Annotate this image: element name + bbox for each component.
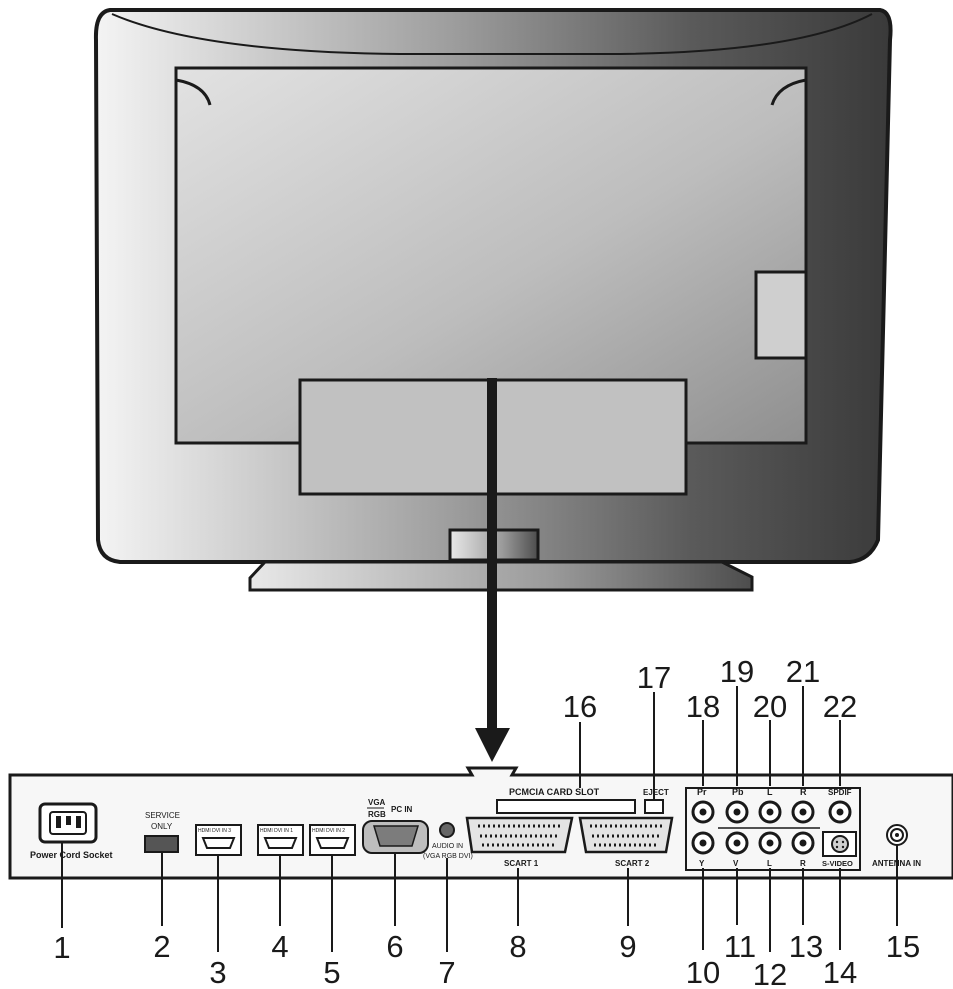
scart-1-port — [465, 816, 574, 854]
callout-10: 10 — [686, 955, 720, 989]
zoom-arrow — [475, 378, 510, 762]
eject-button — [644, 799, 664, 814]
audio-in-label: AUDIO IN — [432, 843, 463, 850]
hdmi-port-3-label: HDMI DVI IN 3 — [198, 828, 231, 834]
rgb-label: RGB — [368, 810, 386, 819]
callout-7: 7 — [438, 955, 455, 989]
hdmi-port-3 — [195, 824, 242, 856]
pcmcia-card-slot — [496, 799, 636, 814]
callout-14: 14 — [823, 955, 857, 989]
pcmcia-label: PCMCIA CARD SLOT — [509, 787, 600, 797]
callout-17: 17 — [637, 660, 671, 695]
callout-20: 20 — [753, 689, 787, 724]
scart-2-port — [578, 816, 674, 854]
spdif-label: SPDIF — [828, 788, 852, 797]
vga-port — [362, 820, 429, 854]
scart-1-label: SCART 1 — [504, 859, 539, 868]
callout-4: 4 — [271, 929, 288, 964]
callout-1: 1 — [53, 930, 70, 965]
hdmi-port-2 — [309, 824, 356, 856]
callout-3: 3 — [209, 955, 226, 989]
audio-in-jack — [439, 822, 455, 838]
v-label: V — [733, 859, 739, 868]
antenna-in-port — [886, 824, 908, 846]
power-cord-socket-label: Power Cord Socket — [30, 850, 113, 860]
vga-label: VGA — [368, 798, 386, 807]
hdmi-port-2-label: HDMI DVI IN 2 — [312, 828, 345, 834]
scart-2-label: SCART 2 — [615, 859, 650, 868]
pr-label: Pr — [697, 787, 707, 797]
leader-lines — [61, 686, 898, 952]
pb-label: Pb — [732, 787, 744, 797]
rca-jacks-bottom-row — [691, 831, 815, 855]
audio-in-sublabel: (VGA RGB DVI) — [423, 853, 473, 860]
audio-r-top-label: R — [800, 787, 807, 797]
callout-6: 6 — [386, 929, 403, 964]
callout-16: 16 — [563, 689, 597, 724]
rca-jacks-top-row — [691, 800, 852, 824]
callout-9: 9 — [619, 929, 636, 964]
eject-label: EJECT — [643, 788, 669, 797]
service-only-label-line2: ONLY — [151, 822, 173, 831]
callout-12: 12 — [753, 957, 787, 989]
callout-19: 19 — [720, 654, 754, 689]
av-block-outline — [685, 787, 861, 871]
callout-21: 21 — [786, 654, 820, 689]
callout-8: 8 — [509, 929, 526, 964]
callout-5: 5 — [323, 955, 340, 989]
callout-15: 15 — [886, 929, 920, 964]
hdmi-port-1-label: HDMI DVI IN 1 — [260, 828, 293, 834]
service-only-port — [144, 835, 179, 853]
callout-22: 22 — [823, 689, 857, 724]
audio-l-bottom-label: L — [767, 859, 772, 868]
callout-13: 13 — [789, 929, 823, 964]
y-label: Y — [699, 859, 705, 868]
callout-11: 11 — [724, 929, 756, 964]
callout-18: 18 — [686, 689, 720, 724]
pc-in-label: PC IN — [391, 805, 413, 814]
callout-2: 2 — [153, 929, 170, 964]
audio-l-top-label: L — [767, 787, 773, 797]
s-video-port — [822, 831, 857, 857]
s-video-label: S-VIDEO — [822, 859, 853, 868]
audio-r-bottom-label: R — [800, 859, 806, 868]
power-cord-socket — [38, 802, 98, 844]
callout-numbers: 1 2 3 4 5 6 7 8 9 10 11 12 13 14 15 16 1… — [53, 654, 920, 989]
service-only-label-line1: SERVICE — [145, 811, 180, 820]
